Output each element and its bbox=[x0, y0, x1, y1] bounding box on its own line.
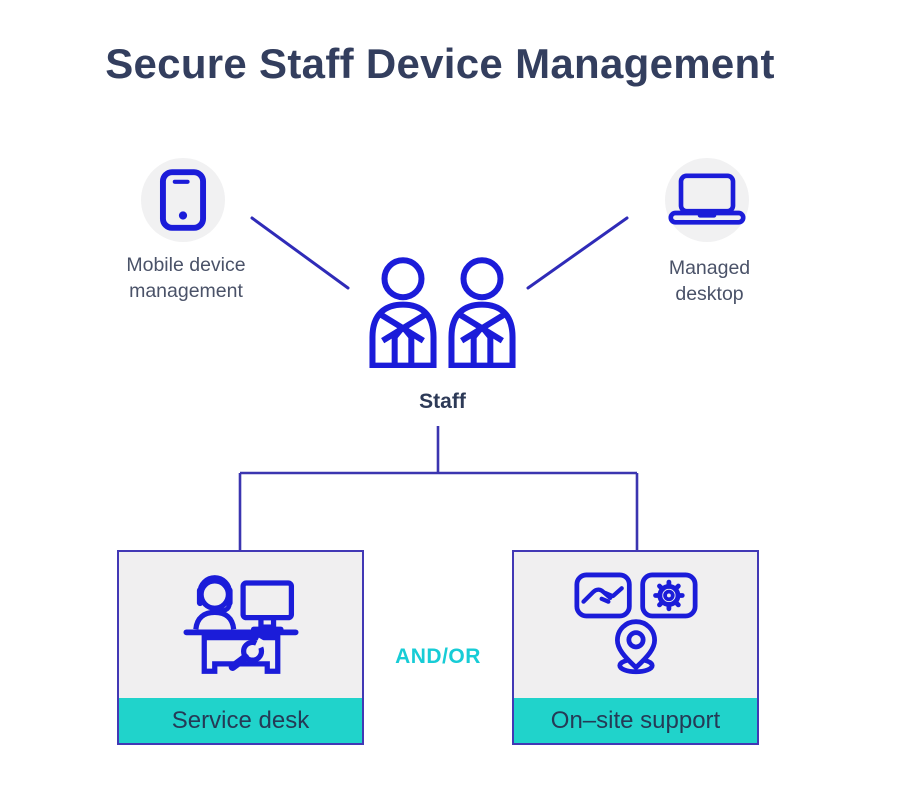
service-desk-label: Service desk bbox=[171, 706, 310, 734]
mobile-device-label-line2: management bbox=[129, 279, 243, 302]
gear-icon bbox=[639, 572, 698, 618]
on-site-support-icon-area bbox=[514, 552, 757, 698]
on-site-support-box: On–site support bbox=[512, 550, 759, 745]
person-icon bbox=[369, 257, 437, 368]
and-or-label: AND/OR bbox=[395, 645, 481, 668]
mobile-device-label: Mobile device management bbox=[96, 253, 276, 304]
mobile-device-node bbox=[141, 158, 225, 242]
service-desk-icon bbox=[183, 575, 298, 674]
page-title: Secure Staff Device Management bbox=[105, 40, 775, 87]
on-site-support-label: On–site support bbox=[550, 706, 721, 734]
managed-desktop-label: Managed desktop bbox=[627, 256, 792, 307]
managed-desktop-node bbox=[665, 158, 749, 242]
staff-label: Staff bbox=[419, 390, 466, 413]
service-desk-icon-area bbox=[119, 552, 362, 698]
on-site-support-icon bbox=[573, 572, 698, 674]
smartphone-icon bbox=[159, 169, 207, 231]
location-pin-icon bbox=[614, 618, 657, 671]
mobile-device-label-line1: Mobile device bbox=[126, 254, 246, 276]
managed-desktop-label-line2: desktop bbox=[675, 282, 744, 305]
managed-desktop-label-line1: Managed bbox=[668, 257, 751, 279]
desktop-to-staff-line bbox=[526, 216, 629, 290]
laptop-icon bbox=[668, 173, 746, 225]
staff-branch-tree-line bbox=[238, 426, 639, 550]
service-desk-box: Service desk bbox=[117, 550, 364, 745]
staff-people-icon bbox=[366, 256, 519, 368]
mobile-to-staff-line bbox=[250, 216, 350, 290]
service-desk-strip: Service desk bbox=[119, 698, 362, 743]
handshake-icon bbox=[573, 572, 632, 618]
on-site-support-strip: On–site support bbox=[514, 698, 757, 743]
person-icon bbox=[448, 257, 516, 368]
